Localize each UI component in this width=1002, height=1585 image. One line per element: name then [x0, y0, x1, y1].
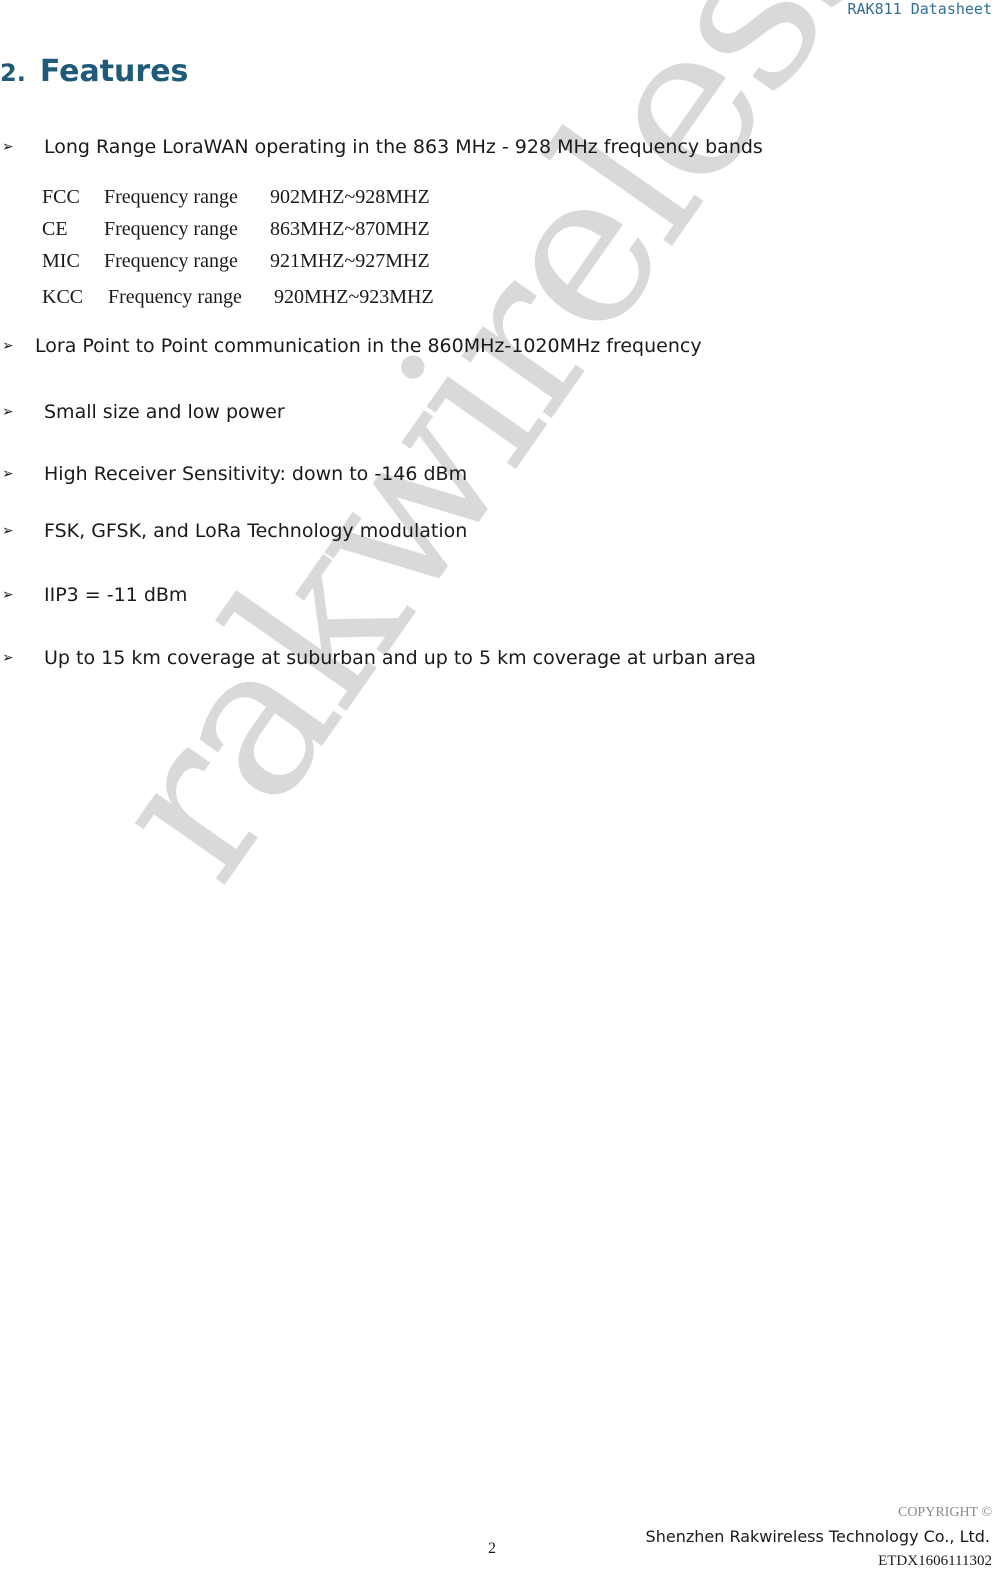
region: FCC [42, 186, 80, 208]
section-title: Features [39, 54, 189, 89]
feature-bullet: ➢ Long Range LoraWAN operating in the 86… [0, 136, 763, 158]
arrow-bullet-icon: ➢ [2, 587, 14, 603]
range-value: 902MHZ~928MHZ [270, 186, 430, 208]
feature-text: Long Range LoraWAN operating in the 863 … [44, 136, 763, 158]
footer-company: Shenzhen Rakwireless Technology Co., Ltd… [645, 1527, 990, 1546]
region: CE [42, 218, 68, 240]
arrow-bullet-icon: ➢ [2, 404, 14, 420]
region: MIC [42, 250, 80, 272]
section-heading: 2. Features [0, 54, 188, 89]
frequency-row: FCC Frequency range 902MHZ~928MHZ [42, 186, 430, 209]
feature-text: FSK, GFSK, and LoRa Technology modulatio… [44, 520, 468, 542]
feature-bullet: ➢ FSK, GFSK, and LoRa Technology modulat… [0, 520, 467, 542]
frequency-row: CE Frequency range 863MHZ~870MHZ [42, 218, 430, 241]
arrow-bullet-icon: ➢ [2, 338, 14, 354]
arrow-bullet-icon: ➢ [2, 139, 14, 155]
arrow-bullet-icon: ➢ [2, 466, 14, 482]
region: KCC [42, 286, 84, 308]
frequency-row: MIC Frequency range 921MHZ~927MHZ [42, 250, 430, 273]
range-label: Frequency range [104, 218, 238, 240]
feature-text: Up to 15 km coverage at suburban and up … [44, 647, 757, 669]
footer-doc-id: ETDX1606111302 [878, 1553, 992, 1569]
frequency-row: KCC Frequency range 920MHZ~923MHZ [42, 286, 434, 309]
range-value: 921MHZ~927MHZ [270, 250, 430, 272]
feature-bullet: ➢ Up to 15 km coverage at suburban and u… [0, 647, 756, 669]
footer-copyright: COPYRIGHT © [897, 1505, 992, 1520]
range-label: Frequency range [104, 250, 238, 272]
arrow-bullet-icon: ➢ [2, 650, 14, 666]
arrow-bullet-icon: ➢ [2, 523, 14, 539]
feature-text: High Receiver Sensitivity: down to -146 … [44, 463, 468, 485]
section-number: 2. [0, 59, 26, 87]
page-number: 2 [488, 1540, 496, 1557]
feature-text: Lora Point to Point communication in the… [35, 335, 702, 357]
feature-bullet: ➢ Small size and low power [0, 401, 285, 423]
range-value: 920MHZ~923MHZ [274, 286, 434, 308]
feature-text: IIP3 = -11 dBm [44, 584, 188, 606]
range-value: 863MHZ~870MHZ [270, 218, 430, 240]
feature-bullet: ➢ Lora Point to Point communication in t… [0, 335, 702, 357]
document-header-title: RAK811 Datasheet [847, 0, 993, 18]
feature-bullet: ➢ IIP3 = -11 dBm [0, 584, 187, 606]
feature-bullet: ➢ High Receiver Sensitivity: down to -14… [0, 463, 467, 485]
range-label: Frequency range [108, 286, 242, 308]
feature-text: Small size and low power [44, 401, 285, 423]
range-label: Frequency range [104, 186, 238, 208]
